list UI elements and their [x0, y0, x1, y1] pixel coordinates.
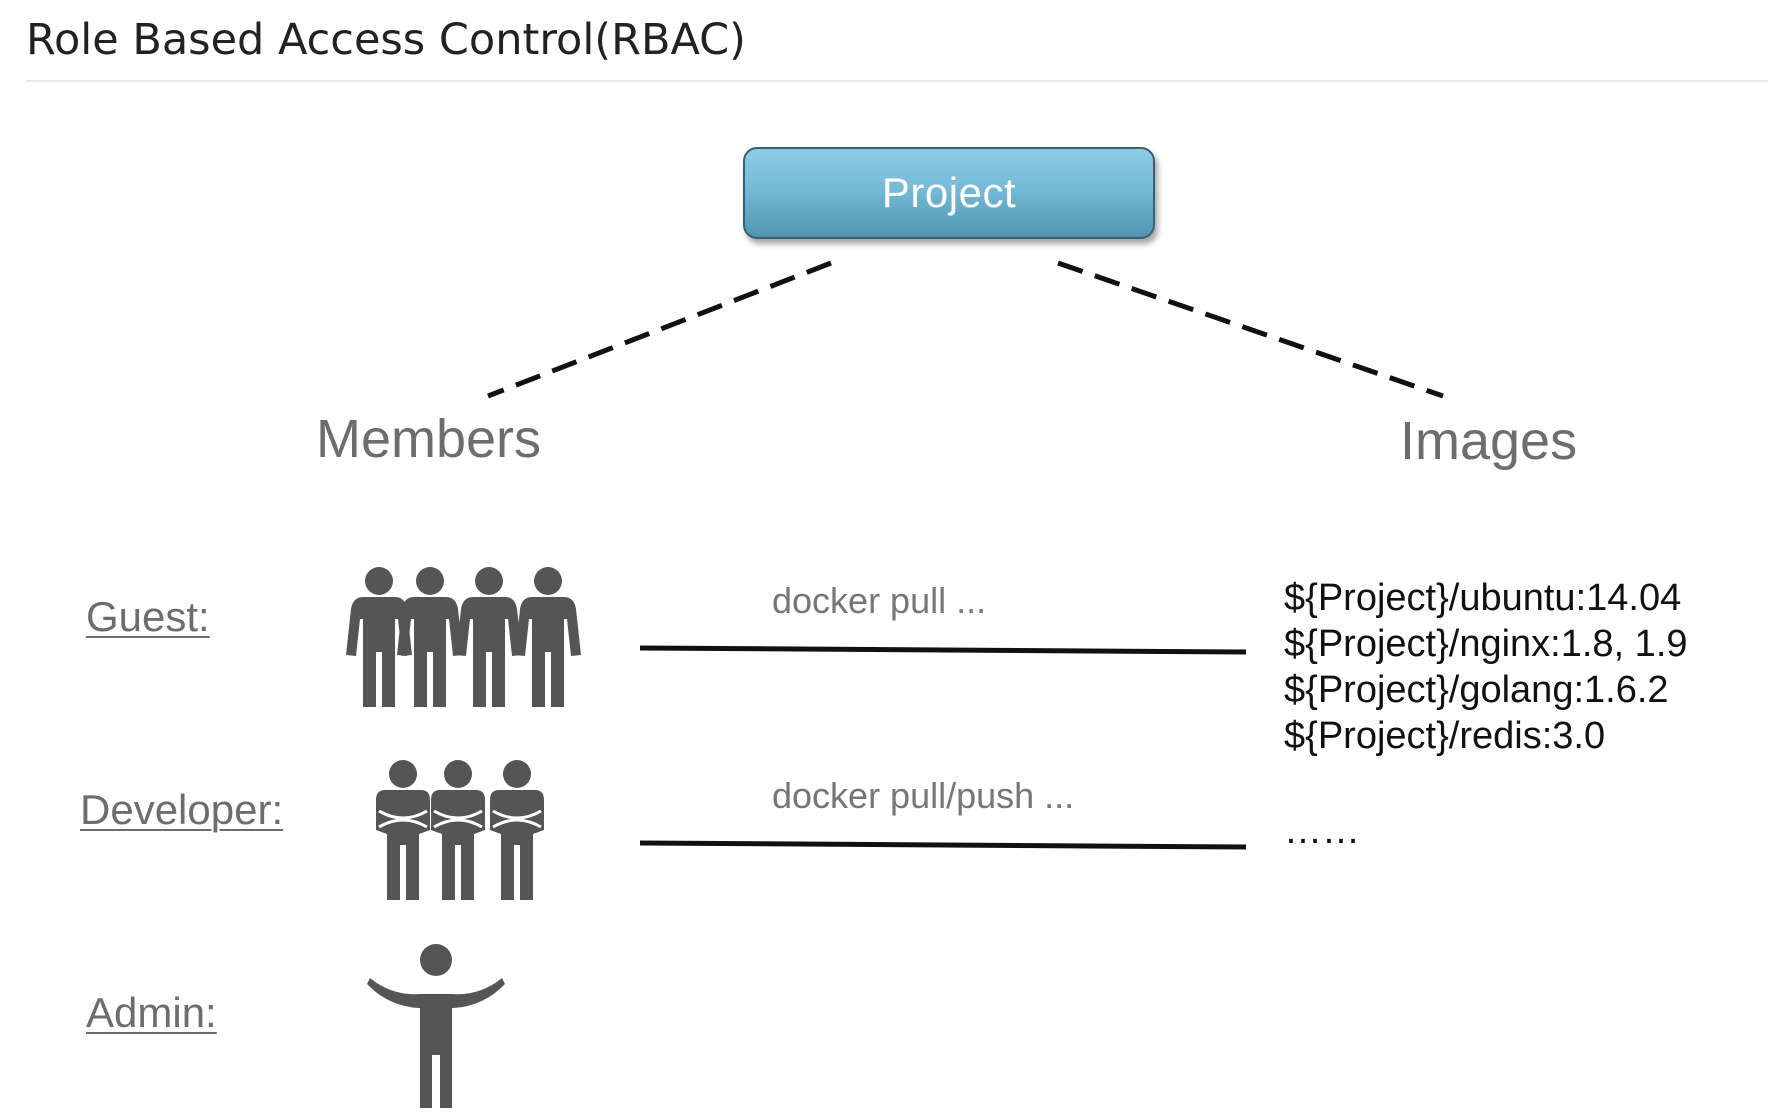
developer-access-line: [639, 840, 1247, 850]
image-item-nginx: ${Project}/nginx:1.8, 1.9: [1284, 623, 1688, 665]
admin-person-icon: [367, 944, 505, 1108]
title-divider: [26, 80, 1768, 82]
guest-group-icon: [346, 567, 581, 707]
guest-access-line: [639, 645, 1247, 655]
more-images-ellipsis: ……: [1284, 810, 1360, 852]
images-heading: Images: [1400, 411, 1578, 471]
project-to-images-dashed-line: [1057, 260, 1444, 399]
guest-operation-label: docker pull ...: [772, 580, 987, 621]
members-heading: Members: [316, 409, 542, 469]
image-item-ubuntu: ${Project}/ubuntu:14.04: [1284, 577, 1682, 619]
project-node: Project: [743, 147, 1155, 239]
developer-group-icon: [374, 758, 546, 902]
project-to-members-dashed-line: [487, 260, 832, 399]
page-title: Role Based Access Control(RBAC): [26, 15, 746, 65]
role-guest-label: Guest:: [86, 593, 210, 640]
image-item-golang: ${Project}/golang:1.6.2: [1284, 669, 1669, 711]
role-admin-label: Admin:: [86, 989, 217, 1036]
developer-operation-label: docker pull/push ...: [772, 775, 1075, 816]
project-label: Project: [881, 169, 1017, 216]
role-developer-label: Developer:: [80, 786, 284, 833]
image-item-redis: ${Project}/redis:3.0: [1284, 715, 1606, 757]
